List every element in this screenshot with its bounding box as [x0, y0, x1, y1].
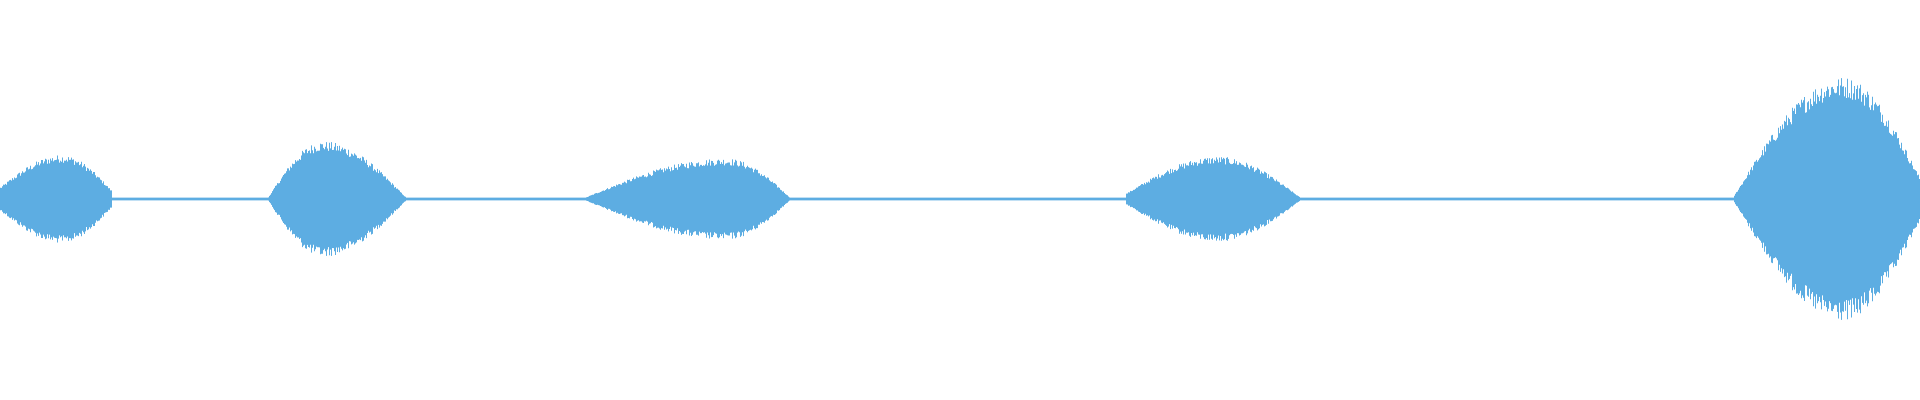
waveform-amplitude-path — [0, 78, 1920, 320]
waveform-bars — [0, 78, 1920, 320]
